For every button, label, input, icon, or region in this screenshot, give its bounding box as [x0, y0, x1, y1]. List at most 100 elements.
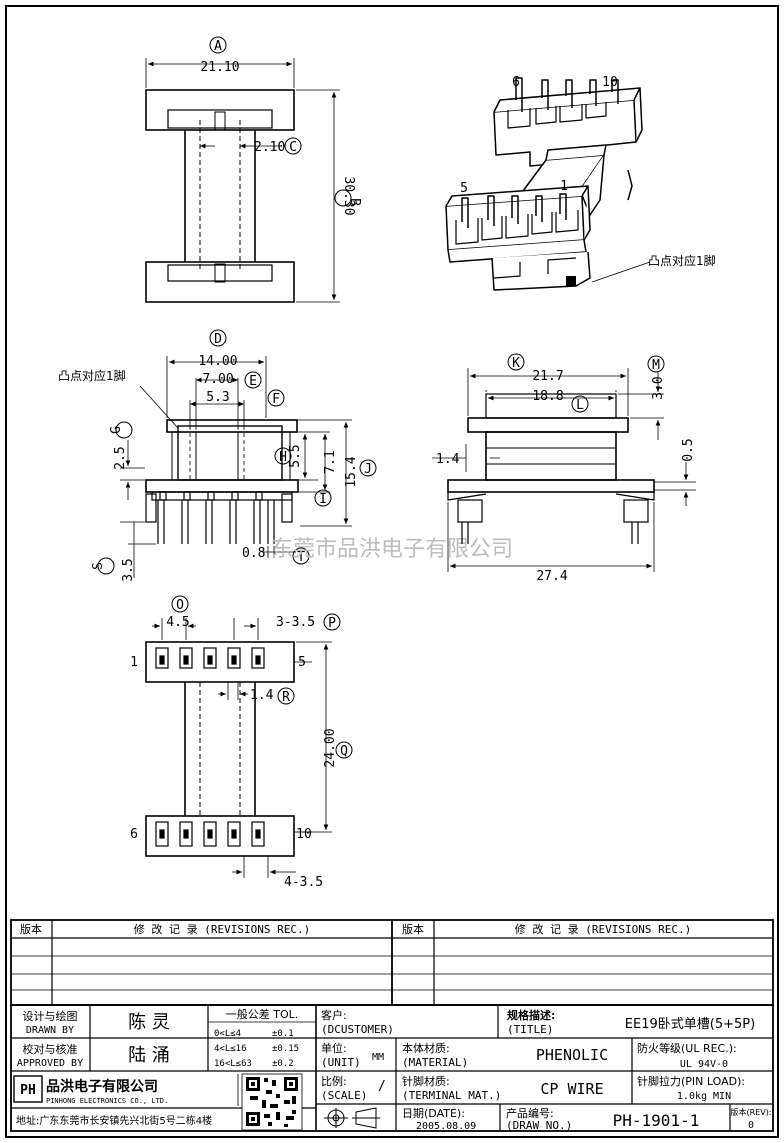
- company-name-cn: 品洪电子有限公司: [46, 1078, 158, 1095]
- rev-col-record-left: 修 改 记 录 (REVISIONS REC.): [134, 922, 310, 936]
- unit-value: MM: [372, 1052, 384, 1063]
- label-p: P: [328, 616, 336, 631]
- unit-label: 单位:: [321, 1041, 347, 1055]
- approver-label-cn: 校对与核准: [23, 1042, 78, 1056]
- circle-s: [97, 557, 115, 575]
- circle-a: [209, 36, 227, 54]
- label-s: S: [91, 562, 106, 570]
- dim-f: 5.3: [206, 390, 229, 405]
- label-c: C: [289, 140, 297, 155]
- approver-name: 陆 涌: [128, 1045, 170, 1066]
- tol-range-2: 16<L≤63: [214, 1059, 252, 1069]
- circle-c: [284, 137, 302, 155]
- projection-symbol-icon: [324, 1107, 380, 1129]
- dim-n: 0.5: [681, 438, 696, 461]
- dim-t: 0.8: [242, 546, 265, 561]
- dim-i: 7.1: [323, 450, 338, 473]
- rev-value: 0: [748, 1120, 754, 1131]
- circle-p: [323, 613, 341, 631]
- circle-j: [359, 459, 377, 477]
- label-o: O: [176, 598, 184, 613]
- circle-h: [274, 447, 292, 465]
- tol-range-0: 0<L≤4: [214, 1029, 241, 1039]
- dim-s: 3.5: [121, 558, 136, 581]
- dim-q: 24.00: [323, 728, 338, 767]
- company-logo-box: [13, 1075, 43, 1103]
- dim-pin-bottom: 4-3.5: [284, 875, 323, 890]
- sheet-border: [5, 5, 779, 1138]
- circle-o: [171, 595, 189, 613]
- rev-label: 版本(REV):: [730, 1107, 771, 1117]
- side-view: [432, 368, 696, 572]
- dim-side-left: 1.4: [436, 452, 460, 467]
- circle-e: [244, 371, 262, 389]
- title-label-en: (TITLE): [507, 1023, 553, 1036]
- material-label: 本体材质:: [402, 1041, 450, 1055]
- fire-rating-label: 防火等级(UL REC.):: [637, 1041, 737, 1055]
- top-view: [145, 58, 340, 303]
- iso-pin-label-10: 10: [602, 75, 618, 90]
- title-label: 规格描述:: [507, 1008, 555, 1022]
- terminal-label-en: (TERMINAL MAT.): [402, 1089, 501, 1102]
- dim-j: 15.4: [344, 456, 359, 487]
- watermark: 东莞市品洪电子有限公司: [271, 537, 513, 562]
- tol-value-2: ±0.2: [272, 1059, 294, 1069]
- iso-pin-label-6: 6: [512, 75, 520, 90]
- label-r: R: [282, 690, 290, 705]
- iso-pin-label-1: 1: [560, 179, 568, 194]
- pin-label-6: 6: [130, 827, 138, 842]
- label-m: M: [652, 358, 660, 373]
- circle-r: [277, 687, 295, 705]
- bottom-flange: [145, 261, 295, 303]
- rev-col-version-left: 版本: [20, 922, 42, 936]
- dim-o: 4.5: [166, 615, 189, 630]
- label-i: I: [319, 492, 327, 507]
- top-view-labels: A 21.10 2.10 C 30.30 B: [200, 36, 362, 216]
- material-label-en: (MATERIAL): [402, 1056, 468, 1069]
- circle-t: [292, 547, 310, 565]
- front-view-labels: D 14.00 7.00 E 5.3 F 凸点对应1脚 G 2.5 H 5.5 …: [58, 329, 377, 582]
- label-b: B: [347, 198, 362, 206]
- pin-view-labels: O 4.5 3-3.5 P 1.4 R 24.00 Q 4-3.5 1 5 6 …: [130, 595, 353, 890]
- scale-label: 比例:: [321, 1074, 347, 1088]
- tol-value-0: ±0.1: [272, 1029, 294, 1039]
- designer-name: 陈 灵: [128, 1012, 170, 1033]
- pin-label-1: 1: [130, 655, 138, 670]
- company-name-en: PINHONG ELECTRONICS CO., LTD.: [46, 1097, 168, 1105]
- dim-m: 3.0: [651, 376, 666, 399]
- date-label: 日期(DATE):: [402, 1107, 465, 1120]
- label-k: K: [512, 356, 520, 371]
- circle-f: [267, 389, 285, 407]
- pin-view: [145, 618, 332, 878]
- terminal-value: CP WIRE: [540, 1080, 603, 1098]
- circle-l: [571, 395, 589, 413]
- label-d: D: [214, 332, 222, 347]
- circle-i: [314, 489, 332, 507]
- label-g: G: [109, 426, 124, 434]
- approver-label-en: APPROVED BY: [17, 1058, 83, 1069]
- label-a: A: [214, 39, 222, 54]
- label-h: H: [279, 450, 287, 465]
- unit-label-en: (UNIT): [321, 1056, 361, 1069]
- label-t: T: [297, 550, 305, 565]
- revisions-table: 版本 修 改 记 录 (REVISIONS REC.) 版本 修 改 记 录 (…: [10, 919, 774, 1006]
- dim-p: 3-3.5: [276, 615, 315, 630]
- iso-view: [445, 77, 651, 291]
- qr-code-icon: [241, 1073, 303, 1131]
- customer-label-en: (DCUSTOMER): [321, 1023, 394, 1036]
- label-e: E: [249, 374, 257, 389]
- side-view-labels: K 21.7 18.8 L M 3.0 0.5 1.4 27.4: [436, 353, 696, 584]
- iso-pin-label-5: 5: [460, 181, 468, 196]
- draw-no-label: 产品编号:: [506, 1106, 554, 1120]
- rev-col-version-right: 版本: [402, 922, 424, 936]
- circle-b: [334, 189, 352, 207]
- title-block: 设计与绘图 DRAWN BY 陈 灵 校对与核准 APPROVED BY 陆 涌…: [10, 1004, 774, 1132]
- pin-load-value: 1.0kg MIN: [677, 1091, 731, 1102]
- pin-label-5: 5: [298, 655, 306, 670]
- circle-m: [647, 355, 665, 373]
- designer-label-en: DRAWN BY: [26, 1025, 74, 1036]
- iso-labels: 6 10 5 1 凸点对应1脚: [460, 75, 716, 268]
- dim-r: 1.4: [250, 688, 274, 703]
- draw-no-label-en: (DRAW NO.): [506, 1119, 572, 1132]
- tolerance-title: 一般公差 TOL.: [226, 1007, 299, 1021]
